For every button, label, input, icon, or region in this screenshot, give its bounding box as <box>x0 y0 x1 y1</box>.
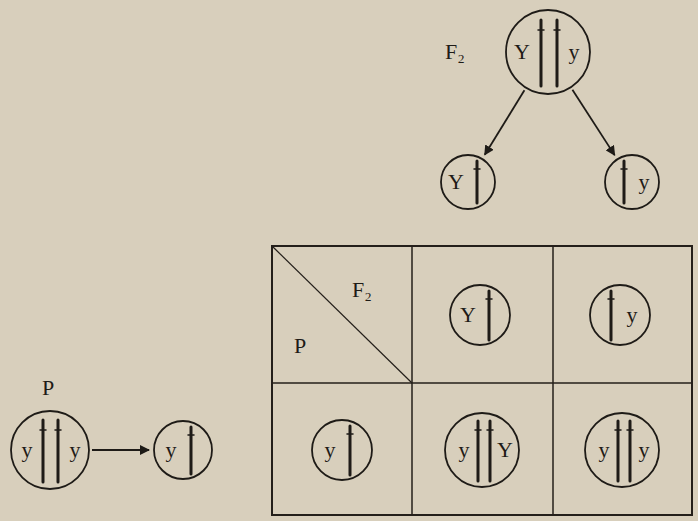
allele-letter: y <box>22 439 33 461</box>
cell-outline <box>589 284 651 346</box>
centromere <box>475 429 481 431</box>
generation-label: F₂ <box>352 279 372 301</box>
generation-label: P <box>42 377 54 399</box>
centromere <box>40 429 46 431</box>
cell-circle <box>11 411 89 489</box>
allele-letter: y <box>325 439 336 461</box>
chromosome-cell: y <box>311 419 373 481</box>
allele-letter: Y <box>497 439 513 461</box>
table-grid <box>272 246 692 515</box>
chromosome-cell: yY <box>444 412 520 488</box>
centromere <box>621 168 627 170</box>
cell-outline <box>311 419 373 481</box>
centromere <box>347 433 353 435</box>
chromosomes <box>40 20 633 482</box>
generation-label: F₂ <box>445 41 465 63</box>
cell-circle <box>450 285 510 345</box>
chromosome-cell: y <box>589 284 651 346</box>
chromosome <box>190 427 193 474</box>
generation-label: P <box>294 335 306 357</box>
table-rule <box>552 246 554 515</box>
centromere <box>615 429 621 431</box>
table-rule <box>411 246 413 515</box>
centromere <box>486 298 492 300</box>
cell-circle <box>154 421 212 479</box>
table-border <box>272 246 692 515</box>
chromosome-cell: Y <box>440 154 496 210</box>
allele-letter: y <box>166 439 177 461</box>
centromere <box>474 168 480 170</box>
allele-letter: y <box>639 439 650 461</box>
chromosome-cell: y <box>604 154 660 210</box>
cell-outline <box>153 420 213 480</box>
allele-letter: Y <box>448 171 464 193</box>
arrow-connector <box>572 90 614 155</box>
cell-circle <box>506 10 590 94</box>
cell-circle <box>445 413 519 487</box>
arrow-connector <box>92 449 149 451</box>
chromosome-cell: Yy <box>505 9 591 95</box>
cell-outline <box>604 154 660 210</box>
centromere <box>538 29 544 31</box>
chromosome <box>476 161 479 203</box>
cell-outline <box>449 284 511 346</box>
allele-letter: y <box>459 439 470 461</box>
allele-letter: y <box>639 171 650 193</box>
table-diagonal <box>272 246 412 383</box>
chromosome-cell: yy <box>584 412 660 488</box>
cell-circle <box>312 420 372 480</box>
allele-letter: y <box>627 304 638 326</box>
allele-letter: y <box>569 41 580 63</box>
centromere <box>554 29 560 31</box>
cell-circle <box>441 155 495 209</box>
centromere <box>55 429 61 431</box>
cell-circle <box>585 413 659 487</box>
chromosome-cell: Y <box>449 284 511 346</box>
allele-letter: y <box>599 439 610 461</box>
centromere <box>627 429 633 431</box>
arrow-connector <box>485 90 525 154</box>
cell-circle <box>590 285 650 345</box>
table-rule <box>272 382 692 384</box>
allele-letter: y <box>70 439 81 461</box>
centromere <box>188 434 194 436</box>
chromosome <box>623 161 626 203</box>
allele-letter: Y <box>460 304 476 326</box>
cell-circle <box>605 155 659 209</box>
chromosome-cell: y <box>153 420 213 480</box>
allele-letter: Y <box>514 41 530 63</box>
chromosome-cell: yy <box>10 410 90 490</box>
centromere <box>487 429 493 431</box>
centromere <box>608 298 614 300</box>
